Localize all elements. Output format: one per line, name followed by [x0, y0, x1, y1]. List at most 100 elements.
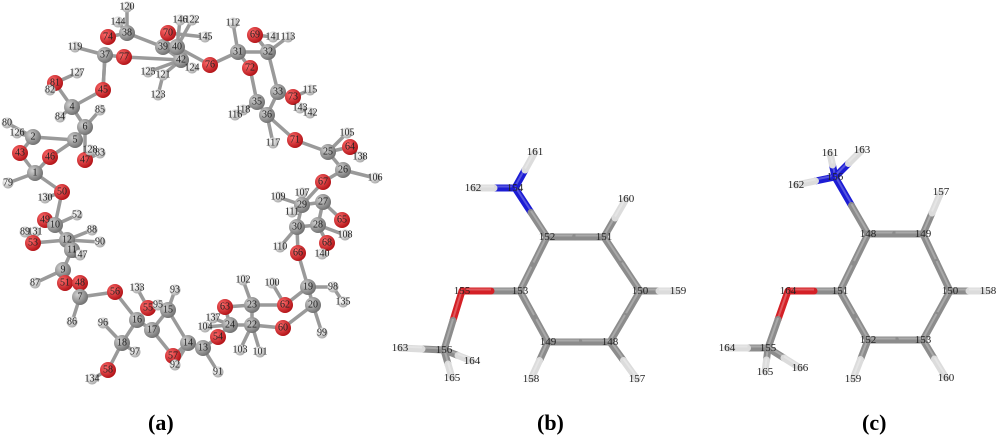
atom-o — [160, 25, 176, 41]
panel-b-caption: (b) — [537, 410, 564, 435]
atom-h — [237, 274, 249, 286]
atom-label: 31 — [233, 47, 243, 58]
bond-half — [919, 312, 940, 344]
atom-c — [222, 317, 238, 333]
atom-h — [199, 321, 211, 333]
atom-label: 119 — [68, 42, 83, 53]
atom-label: 137 — [206, 313, 221, 324]
atom-label-h: 164 — [464, 355, 481, 367]
bond-highlight — [922, 313, 938, 339]
atom-label: 126 — [10, 128, 25, 139]
atom-c — [173, 52, 189, 68]
atom-label: 80 — [2, 118, 12, 129]
panel-b-bonds — [396, 148, 682, 383]
atom-h — [316, 248, 328, 260]
atom-h — [129, 346, 141, 358]
bond-highlight — [514, 185, 532, 212]
atom-h — [54, 111, 66, 123]
atom-label-h: 162 — [788, 179, 805, 191]
atom-label-c: 152 — [539, 231, 556, 243]
atom-label: 72 — [245, 63, 255, 74]
atom-h — [234, 344, 246, 356]
bond-half — [600, 233, 626, 268]
atom-label-c: 151 — [596, 231, 613, 243]
atom-o — [116, 49, 132, 65]
bond-highlight — [524, 150, 536, 169]
bond-highlight — [839, 260, 855, 290]
atom-label: 18 — [117, 338, 127, 349]
atom-label: 138 — [353, 152, 368, 163]
atom-label: 38 — [122, 28, 132, 39]
bond-highlight — [795, 178, 816, 185]
atom-label: 117 — [266, 138, 281, 149]
bond-highlight — [935, 289, 951, 315]
atom-label: 102 — [236, 275, 251, 286]
atom-c — [320, 144, 336, 160]
atom-label: 107 — [295, 188, 310, 199]
atom-h — [86, 373, 98, 385]
atom-label-c: 151 — [832, 285, 849, 297]
atom-c — [77, 119, 93, 135]
atom-label: 2 — [31, 132, 36, 143]
atom-label: 131 — [28, 227, 43, 238]
atom-o — [210, 329, 226, 345]
bond-highlight — [777, 289, 789, 319]
atom-label-c: 155 — [760, 342, 777, 354]
atom-c — [289, 219, 305, 235]
bond-half — [850, 312, 872, 344]
atom-label: 48 — [75, 278, 85, 289]
atom-label-c: 153 — [512, 285, 529, 297]
bond-highlight — [622, 358, 638, 379]
atom-h — [112, 16, 124, 28]
atom-h — [86, 224, 98, 236]
bond-highlight — [829, 151, 834, 164]
atom-label: 104 — [198, 322, 213, 333]
atom-c — [55, 262, 71, 278]
bond-highlight — [532, 235, 548, 263]
atom-label: 53 — [28, 238, 38, 249]
bond-half — [418, 345, 448, 354]
bond-highlight — [931, 190, 942, 212]
atom-h — [152, 89, 164, 101]
atom-label: 113 — [281, 32, 296, 43]
atom-label: 97 — [130, 347, 140, 358]
bond-highlight — [853, 232, 869, 262]
atom-label-h: 159 — [845, 373, 862, 385]
atom-label: 42 — [176, 55, 186, 66]
atom-h — [207, 312, 219, 324]
atom-h — [19, 226, 31, 238]
atom-h — [339, 229, 351, 241]
bond-highlight — [935, 260, 951, 290]
bond-half — [845, 146, 866, 167]
atom-label-h: 161 — [822, 147, 839, 159]
atom-label: 95 — [153, 300, 163, 311]
bond-highlight — [621, 261, 641, 291]
atom-label: 105 — [340, 128, 355, 139]
atom-label: 77 — [119, 52, 129, 63]
atom-label: 30 — [292, 222, 302, 233]
bond-half — [444, 360, 456, 382]
atom-label: 121 — [156, 70, 171, 81]
atom-label: 84 — [55, 112, 65, 123]
atom-o — [334, 212, 350, 228]
bond-highlight — [603, 234, 623, 264]
bond-half — [836, 259, 858, 295]
atom-label: 74 — [103, 32, 113, 43]
atom-label-h: 165 — [757, 366, 774, 378]
bond-highlight — [519, 262, 535, 290]
atom-label: 43 — [15, 148, 25, 159]
bond-half — [774, 287, 792, 323]
atom-label: 88 — [87, 225, 97, 236]
atom-c — [270, 84, 286, 100]
atom-c — [144, 322, 160, 338]
atom-o — [54, 184, 70, 200]
atom-c — [25, 129, 41, 145]
atom-c — [260, 44, 276, 60]
atom-label: 1 — [33, 168, 38, 179]
atom-label-h: 163 — [392, 342, 409, 354]
atom-label: 109 — [271, 192, 286, 203]
atom-label-n: 156 — [827, 171, 844, 183]
atom-label: 135 — [336, 297, 351, 308]
